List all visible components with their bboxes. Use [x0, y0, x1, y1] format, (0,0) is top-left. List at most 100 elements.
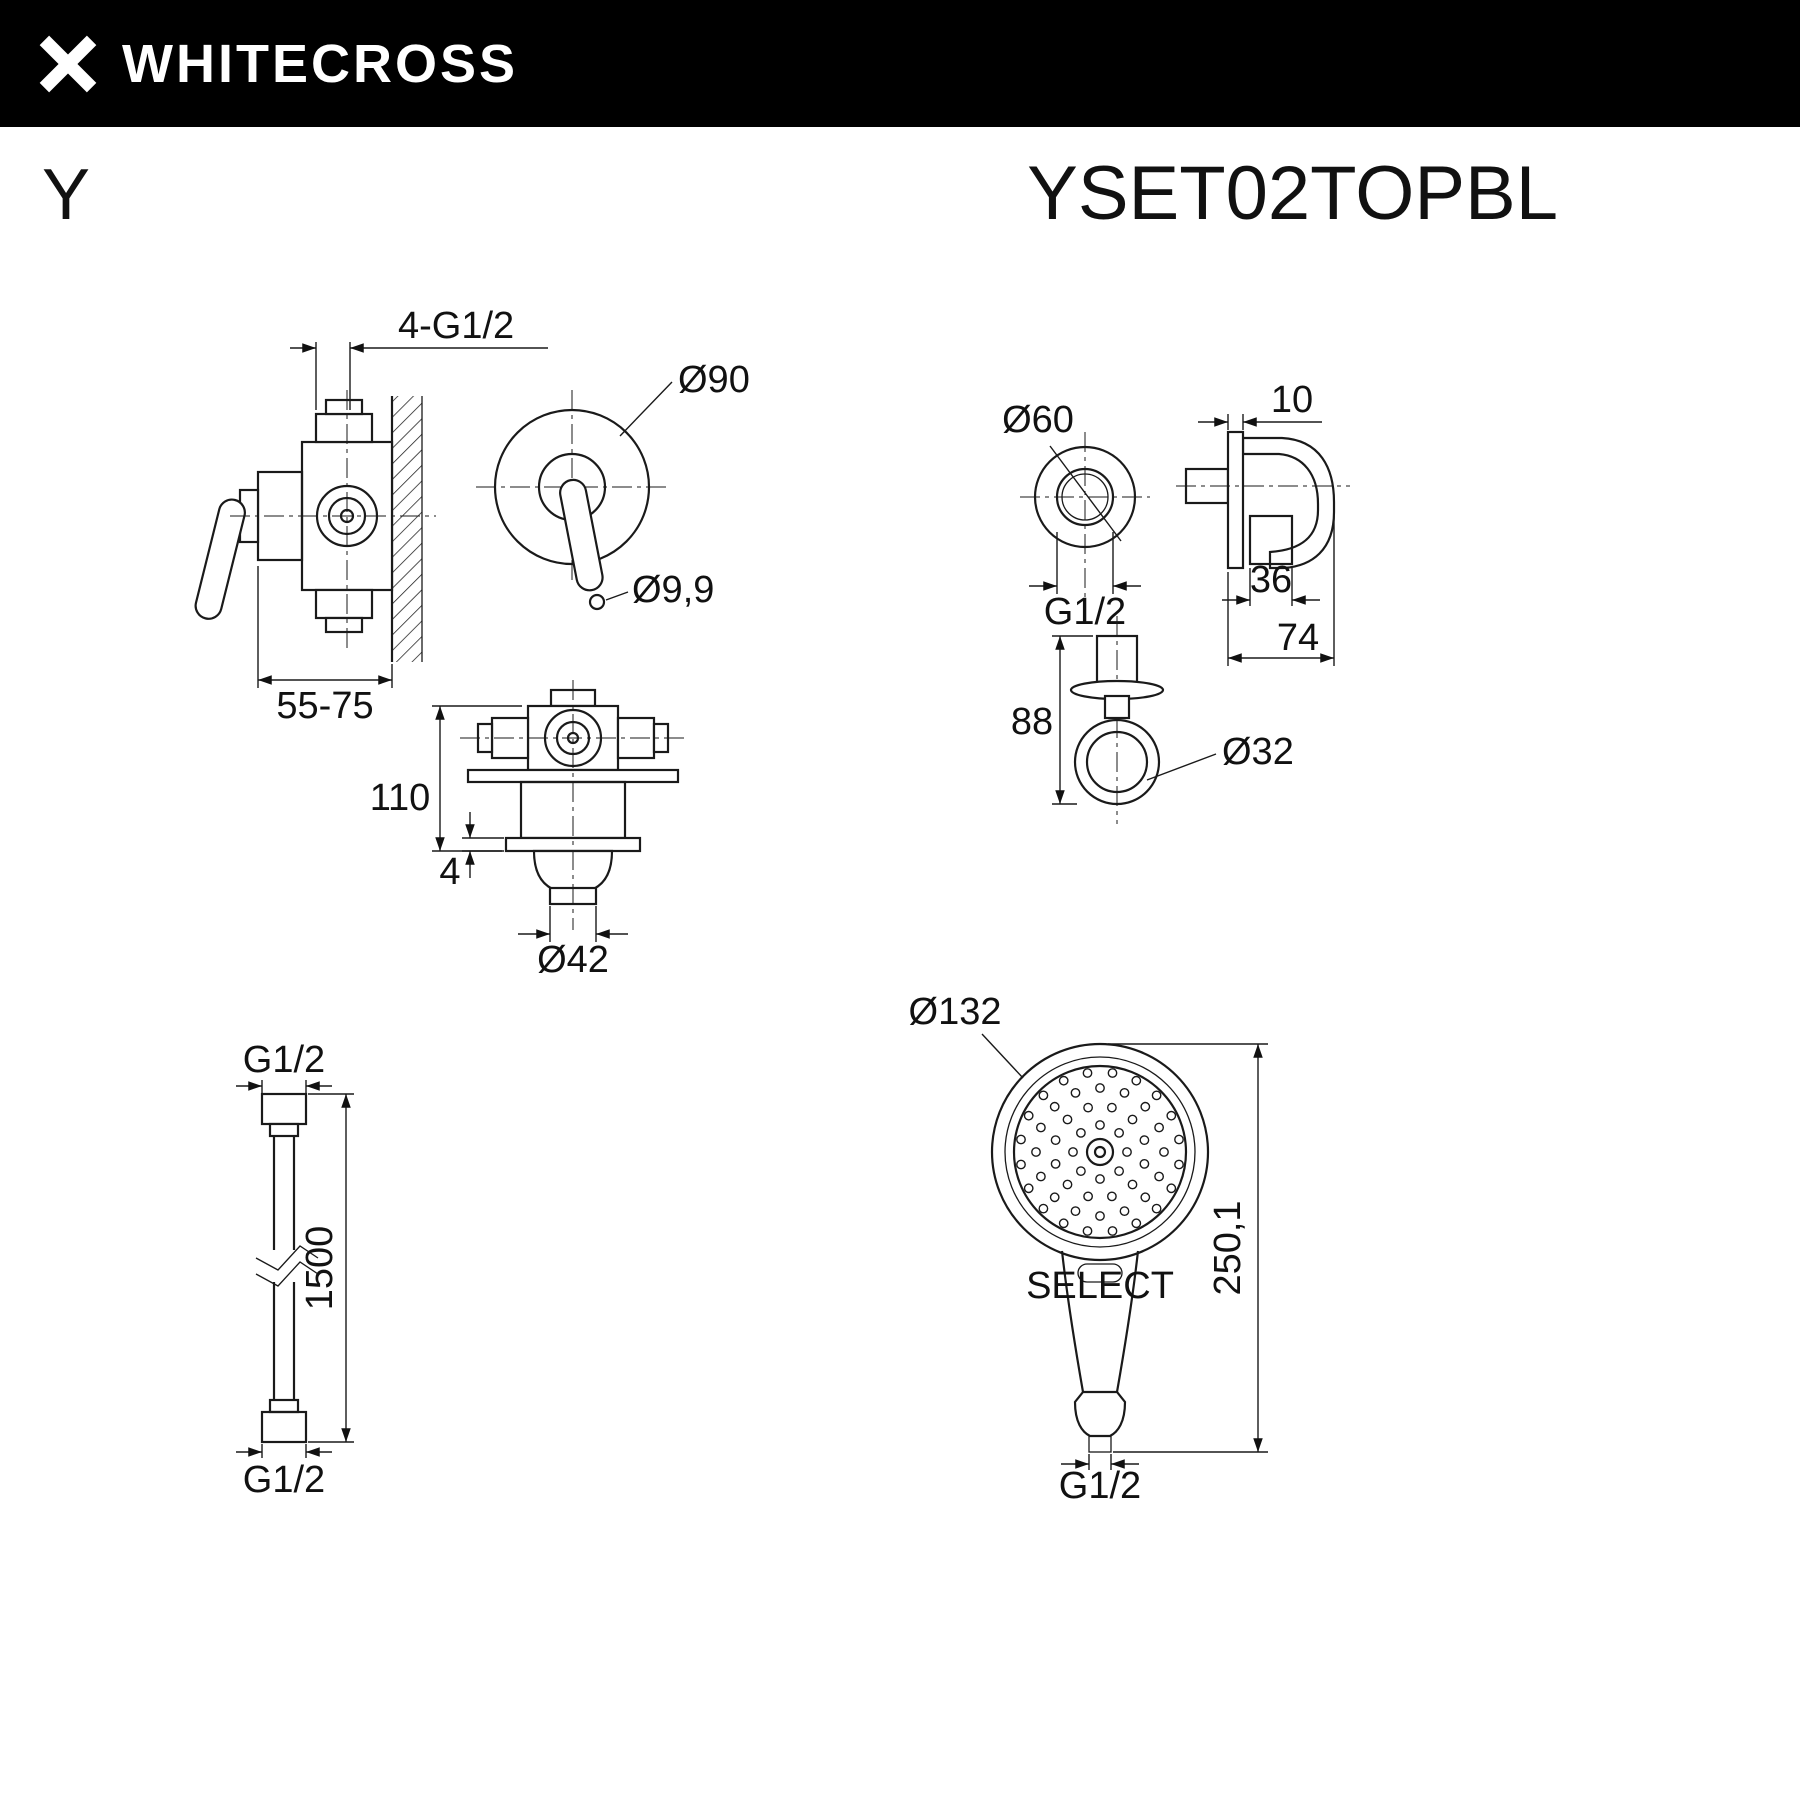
spray-hole — [1062, 1179, 1073, 1190]
dim-pin-diameter: Ø9,9 — [632, 569, 714, 611]
front-lever — [559, 478, 604, 592]
dim-plate-depth: 10 — [1271, 379, 1313, 421]
spray-holes — [1016, 1068, 1184, 1236]
select-button — [1077, 1263, 1123, 1283]
spray-hole — [1139, 1135, 1150, 1146]
spray-hole — [1095, 1174, 1105, 1184]
holder-ring — [1073, 718, 1161, 806]
spray-hole — [1036, 1171, 1046, 1182]
spray-hole — [1159, 1147, 1169, 1157]
spray-hole — [1082, 1068, 1093, 1078]
spray-hole — [1076, 1128, 1086, 1138]
spray-hole — [1114, 1166, 1125, 1177]
spray-hole — [1122, 1147, 1132, 1157]
hose-top-nut — [260, 1092, 308, 1126]
dim-hose-top-thread: G1/2 — [243, 1039, 325, 1081]
spray-hole — [1119, 1088, 1130, 1098]
outlet-escutcheon — [1033, 445, 1137, 549]
brand-name: WHITECROSS — [122, 33, 519, 94]
dim-hose-bottom-thread: G1/2 — [243, 1459, 325, 1501]
title-row: Y YSET02TOPBL — [42, 150, 1558, 237]
hose-break-symbol — [255, 1245, 319, 1271]
spray-hole — [1049, 1101, 1060, 1112]
dim-outlet-thread: G1/2 — [1044, 591, 1126, 633]
wall-hatch — [392, 396, 422, 662]
spray-hole — [1062, 1114, 1073, 1125]
whitecross-logo-icon — [39, 35, 97, 92]
outlet-bottom-view: 88 Ø32 — [1011, 616, 1294, 824]
outlet-front-view: Ø60 G1/2 — [1002, 399, 1150, 633]
wall-plate — [1226, 430, 1245, 570]
spray-hole — [1016, 1159, 1026, 1170]
spray-hole — [1131, 1075, 1142, 1086]
dim-escutcheon-diameter: Ø90 — [678, 359, 750, 401]
mixer-side-view: 4-G1/2 55-75 — [194, 305, 548, 727]
spray-hole — [1151, 1090, 1162, 1101]
spray-hole — [1107, 1226, 1118, 1236]
dim-handshower-length: 250,1 — [1207, 1200, 1249, 1295]
holder-nut — [1248, 514, 1294, 566]
dim-outlet-diameter: Ø60 — [1002, 399, 1074, 441]
spray-hole — [1140, 1101, 1151, 1112]
model-code: YSET02TOPBL — [1027, 151, 1558, 236]
spray-hole — [1031, 1147, 1041, 1157]
spray-hole — [1038, 1090, 1049, 1101]
dim-holder-height: 88 — [1011, 701, 1053, 743]
spray-hole — [1140, 1192, 1151, 1203]
dim-spout-diameter: Ø42 — [537, 939, 609, 981]
spray-hole — [1082, 1226, 1093, 1236]
spray-hole — [1023, 1183, 1034, 1194]
spray-hole — [1036, 1122, 1046, 1133]
spray-hole — [1107, 1068, 1118, 1078]
mixer-front-view: Ø90 Ø9,9 — [476, 359, 750, 611]
mixer-bottom-view: 110 4 Ø42 — [370, 680, 686, 981]
spray-hole — [1174, 1159, 1184, 1170]
dim-mixer-depth: 55-75 — [276, 685, 373, 727]
spray-hole — [1131, 1218, 1142, 1229]
hose-bottom-nut — [260, 1410, 308, 1444]
spray-hole — [1083, 1102, 1094, 1113]
spray-hole — [1154, 1122, 1165, 1133]
dim-holder-depth: 74 — [1277, 617, 1319, 659]
spray-hole — [1016, 1134, 1026, 1145]
spray-hole — [1050, 1135, 1061, 1146]
handle-right-edge — [1115, 1250, 1140, 1393]
spray-hole — [1114, 1128, 1125, 1138]
handle-left-edge — [1060, 1250, 1085, 1393]
dim-head-diameter: Ø132 — [909, 991, 1002, 1033]
spray-hole — [1070, 1088, 1081, 1098]
spray-hole — [1107, 1102, 1117, 1113]
valve-lever — [194, 498, 246, 620]
spray-hole — [1139, 1159, 1150, 1169]
spray-hole — [1151, 1203, 1162, 1214]
dim-plate-thickness: 4 — [439, 851, 460, 893]
spray-hole — [1166, 1110, 1177, 1121]
spray-hole — [1068, 1147, 1078, 1157]
spray-hole — [1119, 1206, 1130, 1217]
escutcheon-circle — [493, 408, 651, 566]
spray-hole — [1107, 1191, 1117, 1202]
spray-hole — [1095, 1211, 1105, 1221]
series-code: Y — [42, 155, 91, 235]
dim-ring-diameter: Ø32 — [1222, 731, 1294, 773]
handshower-head — [990, 1042, 1210, 1262]
spray-hole — [1038, 1203, 1049, 1214]
handle-cone — [1073, 1390, 1127, 1438]
spray-hole — [1095, 1120, 1105, 1130]
spray-hole — [1154, 1171, 1165, 1182]
dim-body-height: 110 — [370, 777, 431, 819]
spray-hole — [1023, 1110, 1034, 1121]
hose-view: G1/2 G1/2 1500 — [236, 1039, 354, 1501]
brand-header: WHITECROSS — [0, 0, 1800, 127]
dim-mixer-ports: 4-G1/2 — [398, 305, 514, 347]
outlet-side-view: 10 36 74 — [1176, 379, 1350, 666]
spray-hole — [1049, 1192, 1060, 1203]
spray-hole — [1095, 1083, 1105, 1093]
handle-thread-tip — [1088, 1435, 1112, 1453]
spray-hole — [1166, 1183, 1177, 1194]
spray-hole — [1076, 1166, 1086, 1177]
handshower-view: SELECT Ø132 250,1 G1/2 — [909, 991, 1268, 1507]
spray-hole — [1050, 1159, 1061, 1169]
spray-hole — [1058, 1075, 1069, 1086]
